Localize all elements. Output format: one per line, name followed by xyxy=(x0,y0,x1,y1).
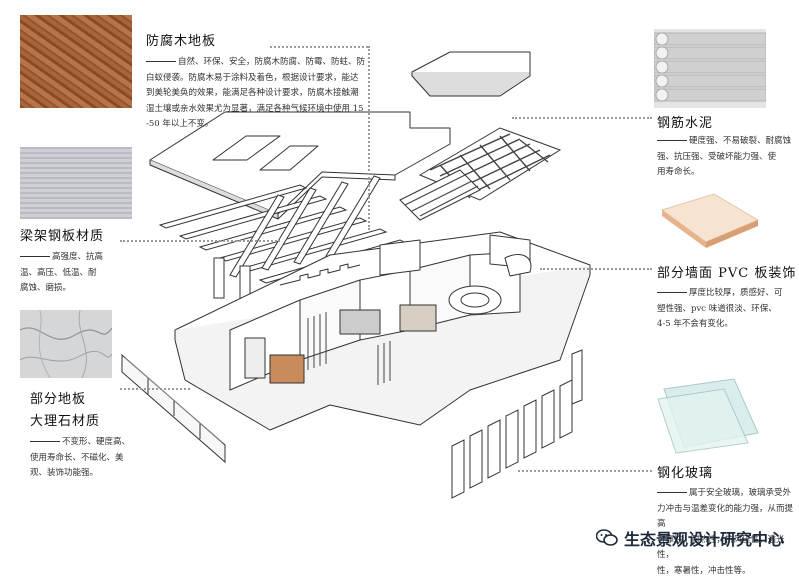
wood-texture-image xyxy=(20,15,132,108)
leader-glass xyxy=(518,470,652,472)
wechat-logo-icon xyxy=(596,529,618,547)
wood-desc: 自然、环保、安全，防腐木防腐、防霉、防蛀、防 白蚁侵袭。防腐木易于涂料及着色，根… xyxy=(146,55,371,133)
glass-title: 钢化玻璃 xyxy=(657,462,713,481)
lead-rule xyxy=(657,292,687,293)
marble-texture-image xyxy=(20,310,112,378)
glass-desc-line: 属于安全玻璃，玻璃承受外 xyxy=(657,486,799,502)
leader-wood xyxy=(270,46,368,48)
lead-rule xyxy=(657,492,687,493)
leader-marble xyxy=(120,388,190,390)
wood-desc-line: 白蚁侵袭。防腐木易于涂料及着色，根据设计要求，能达 xyxy=(146,71,371,87)
concrete-desc-line: 硬度强、不易破裂、耐腐蚀 xyxy=(657,134,792,150)
concrete-desc-line: 用寿命长。 xyxy=(657,165,792,181)
tempered-glass-image xyxy=(654,375,766,455)
lead-rule xyxy=(657,140,687,141)
marble-title-line2: 大理石材质 xyxy=(30,410,100,429)
marble-desc-line: 使用寿命长、不磁化、美 xyxy=(30,451,150,467)
steel-desc-line: 高强度、抗高 xyxy=(20,250,130,266)
pvc-desc-line: 厚度比较厚，质感好、可 xyxy=(657,286,797,302)
pvc-desc: 厚度比较厚，质感好、可 塑性强、pvc 味道很淡、环保、 4-5 年不会有变化。 xyxy=(657,286,797,333)
lead-rule xyxy=(20,256,50,257)
lead-rule xyxy=(30,441,60,442)
pvc-desc-line: 塑性强、pvc 味道很淡、环保、 xyxy=(657,302,797,318)
steel-desc-line: 温、高压、低温、耐 xyxy=(20,266,130,282)
leader-steel xyxy=(120,240,280,242)
watermark: 生态景观设计研究中心 xyxy=(596,526,784,550)
wood-desc-line: 湿土壤或亲水效果尤为显著，满足各种气候环境中使用 15 xyxy=(146,102,371,118)
concrete-desc: 硬度强、不易破裂、耐腐蚀 强、抗压强、受破坏能力强、使 用寿命长。 xyxy=(657,134,792,181)
concrete-title: 钢筋水泥 xyxy=(657,112,713,131)
pvc-title: 部分墙面 PVC 板装饰 xyxy=(657,262,796,281)
leader-pvc xyxy=(540,268,652,270)
wood-title: 防腐木地板 xyxy=(146,30,216,49)
steel-desc-line: 腐蚀、磨损。 xyxy=(20,281,130,297)
marble-desc-line: 不变形、硬度高、 xyxy=(30,435,150,451)
concrete-desc-line: 强、抗压强、受破坏能力强、使 xyxy=(657,150,792,166)
wood-desc-line: 自然、环保、安全，防腐木防腐、防霉、防蛀、防 xyxy=(146,55,371,71)
marble-title-line1: 部分地板 xyxy=(30,388,86,407)
leader-concrete xyxy=(512,117,652,119)
steel-title: 梁架钢板材质 xyxy=(20,225,104,244)
wood-desc-line: -50 年以上不变。 xyxy=(146,117,371,133)
fin-panel xyxy=(452,440,464,498)
marble-desc-line: 观、装饰功能强。 xyxy=(30,466,150,482)
glass-desc-line: 性，寒暑性，冲击性等。 xyxy=(657,564,799,579)
pvc-desc-line: 4-5 年不会有变化。 xyxy=(657,317,797,333)
watermark-text: 生态景观设计研究中心 xyxy=(624,526,784,550)
steel-plate-image xyxy=(20,147,132,219)
lead-rule xyxy=(146,61,176,62)
wood-desc-line: 到美轮美奂的效果，能满足各种设计要求，防腐木接触潮 xyxy=(146,86,371,102)
concrete-pipes-image xyxy=(654,29,766,108)
pvc-board-image xyxy=(654,190,766,257)
marble-desc: 不变形、硬度高、 使用寿命长、不磁化、美 观、装饰功能强。 xyxy=(30,435,150,482)
steel-desc: 高强度、抗高 温、高压、低温、耐 腐蚀、磨损。 xyxy=(20,250,130,297)
